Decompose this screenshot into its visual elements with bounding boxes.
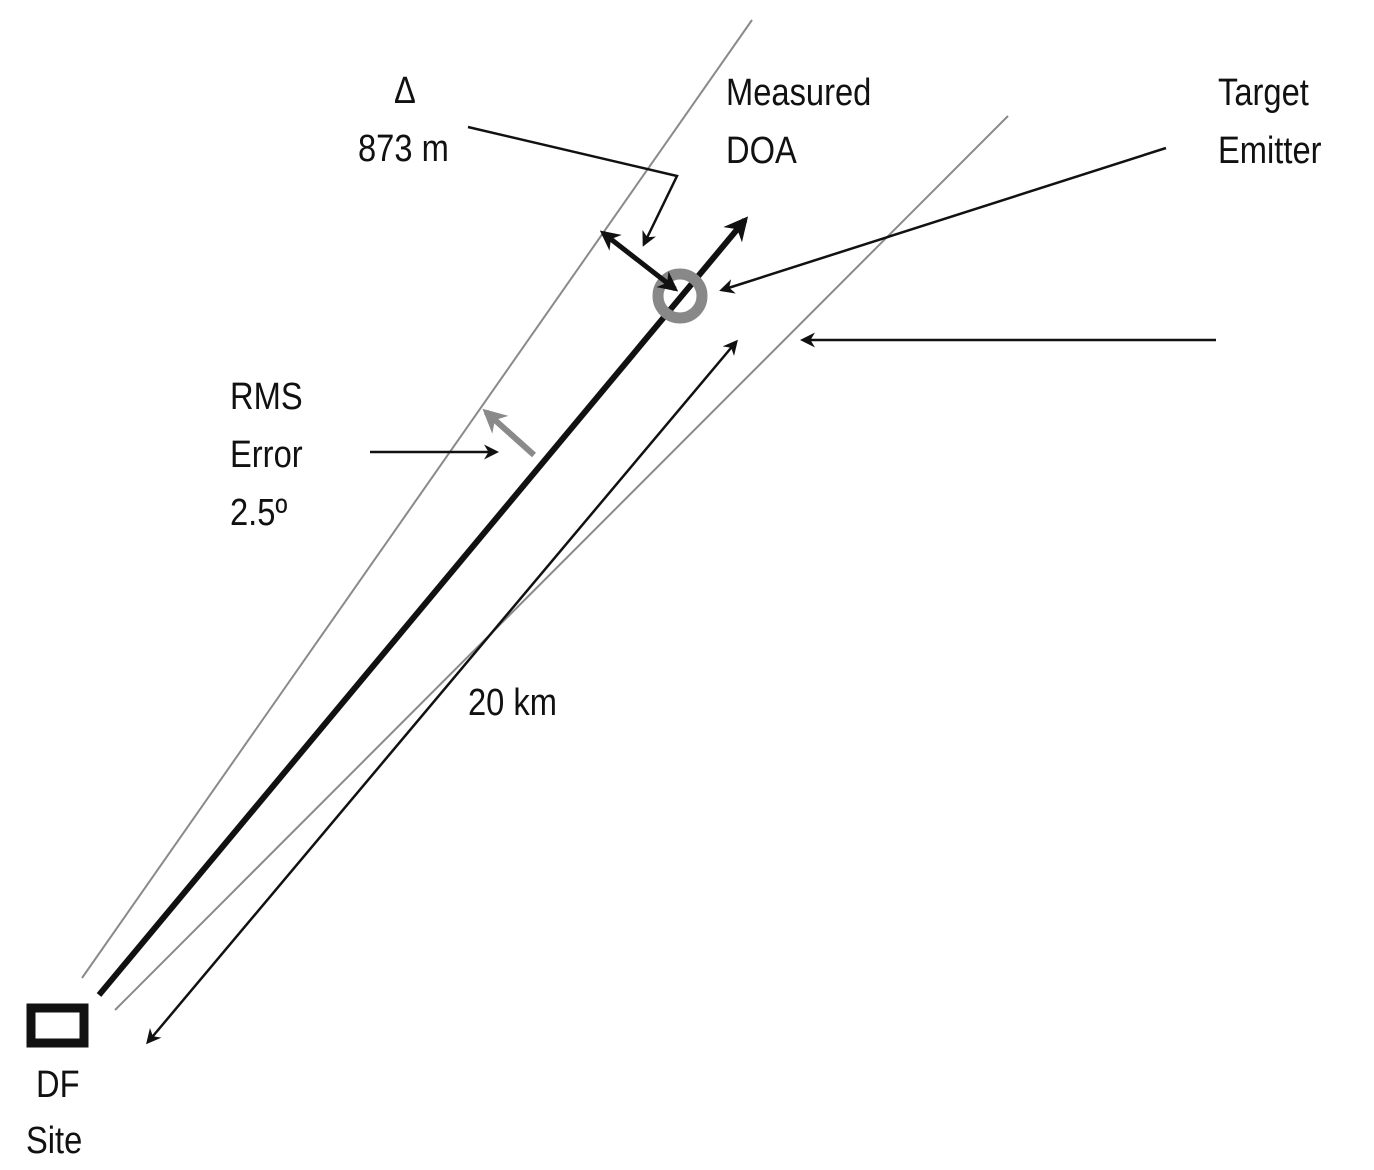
target-emitter-leader-arrow: [719, 146, 1167, 294]
lower-error-bound-line: [114, 115, 1009, 1011]
rms-error-label-line1: RMS: [230, 376, 303, 418]
range-label: 20 km: [468, 682, 557, 724]
delta-symbol: Δ: [394, 70, 416, 112]
df-site-label-line1: DF: [36, 1064, 80, 1106]
measured-doa-line: [96, 216, 749, 997]
rms-error-label-line2: Error: [230, 434, 303, 476]
df-site-icon: [26, 1003, 89, 1048]
rms-error-label-line3: 2.5º: [230, 492, 288, 534]
rms-error-angle-arrow: [482, 408, 537, 458]
target-emitter-marker: [652, 268, 708, 324]
measured-doa-label-line1: Measured: [726, 72, 872, 114]
target-emitter-label-line2: Emitter: [1218, 130, 1322, 172]
delta-leader-arrow: [467, 125, 679, 247]
range-arrow: [146, 339, 738, 1045]
delta-value-label: 873 m: [358, 128, 449, 170]
measured-doa-label-line2: DOA: [726, 130, 797, 172]
target-emitter-label-line1: Target: [1218, 72, 1309, 114]
delta-offset-arrow: [599, 230, 679, 292]
df-site-label-line2: Site: [26, 1120, 83, 1162]
